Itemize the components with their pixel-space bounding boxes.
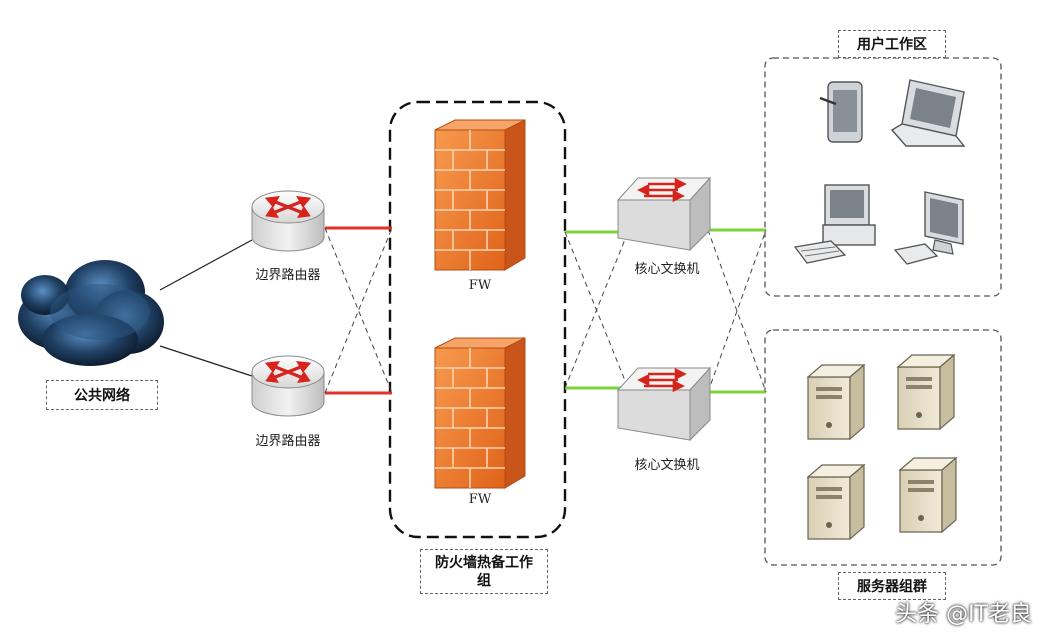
router-bottom-icon xyxy=(251,355,325,417)
watermark: 头条 @IT老良 xyxy=(895,602,1032,627)
firewall-bottom-icon xyxy=(434,337,526,489)
cloud-label: 公共网络 xyxy=(46,380,158,410)
server-zone-frame xyxy=(764,329,1002,566)
cross-link-4 xyxy=(564,231,629,389)
switch-top-label: 核心文换机 xyxy=(634,262,700,277)
cloud-router-bottom-link xyxy=(159,345,253,377)
user-zone-frame xyxy=(764,57,1002,297)
cross-link-6 xyxy=(707,229,767,393)
switch-bottom-label: 核心文换机 xyxy=(634,458,700,473)
server-icon xyxy=(898,456,958,534)
monitor-workstation-icon xyxy=(893,191,964,265)
firewall-group-frame xyxy=(388,100,567,539)
cross-link-2 xyxy=(324,227,393,394)
server-icon xyxy=(806,463,866,541)
server-zone-label: 服务器组群 xyxy=(838,572,946,600)
router-top-icon xyxy=(251,190,325,252)
tablet-icon xyxy=(819,81,863,143)
user-zone-label: 用户工作区 xyxy=(838,30,946,58)
firewall-top-icon xyxy=(434,119,526,271)
cross-link-1 xyxy=(324,227,393,394)
switch-bottom-icon xyxy=(616,366,712,442)
router-bottom-label: 边界路由器 xyxy=(255,434,321,449)
fw-bottom-label: FW xyxy=(468,492,492,507)
cloud-router-top-link xyxy=(159,239,253,291)
server-icon xyxy=(806,363,866,441)
laptop-icon xyxy=(890,79,966,147)
router-top-label: 边界路由器 xyxy=(255,268,321,283)
server-icon xyxy=(896,353,956,431)
firewall-group-label: 防火墙热备工作组 xyxy=(420,549,548,594)
cloud-icon xyxy=(18,260,164,366)
desktop-computer-icon xyxy=(793,184,876,264)
switch-top-icon xyxy=(616,176,712,252)
fw-top-label: FW xyxy=(468,278,492,293)
cross-link-5 xyxy=(707,229,767,393)
